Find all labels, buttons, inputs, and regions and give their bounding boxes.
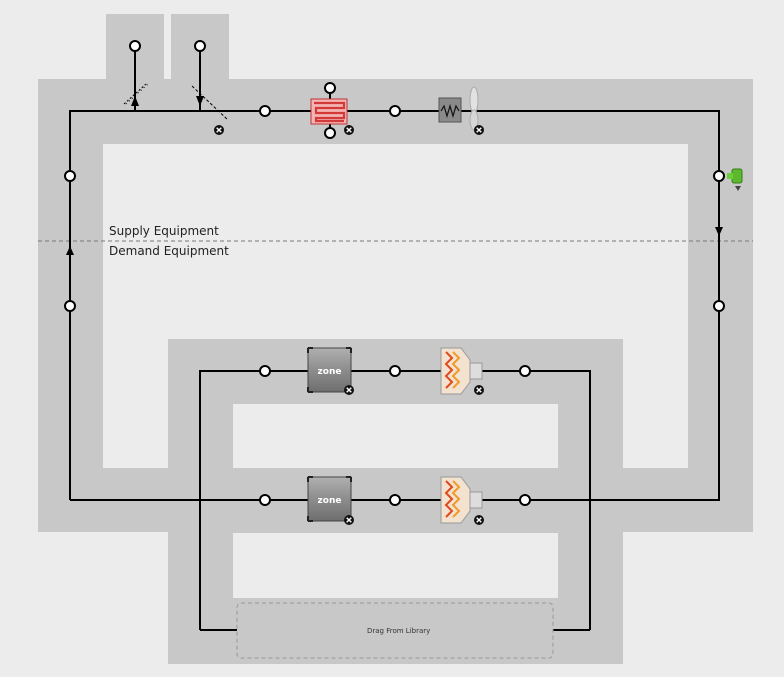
air-terminal-reheat-icon[interactable] [440, 347, 485, 396]
remove-icon[interactable] [343, 514, 355, 526]
demand-nodes [259, 365, 531, 506]
setpoint-manager-icon[interactable] [727, 168, 743, 191]
remove-icon[interactable] [473, 514, 485, 526]
drag-from-library-label: Drag From Library [367, 627, 431, 635]
supply-fan-icon[interactable] [438, 86, 485, 136]
air-terminal-reheat-icon[interactable] [440, 476, 485, 526]
supply-band [38, 14, 753, 532]
remove-icon[interactable] [343, 124, 355, 136]
zone-upper[interactable]: zone [307, 347, 355, 396]
relief-air-damper-icon[interactable] [191, 40, 229, 136]
remove-icon[interactable] [343, 384, 355, 396]
supply-nodes [64, 105, 725, 312]
remove-icon[interactable] [213, 124, 225, 136]
flow-arrows [66, 96, 723, 255]
remove-icon[interactable] [473, 384, 485, 396]
zone-label: zone [318, 496, 342, 506]
drop-zone[interactable] [236, 602, 554, 659]
remove-icon[interactable] [473, 124, 485, 136]
heating-coil-icon[interactable] [310, 82, 355, 139]
demand-equipment-label: Demand Equipment [109, 244, 229, 258]
zone-lower[interactable]: zone [307, 476, 355, 526]
zone-label: zone [318, 367, 342, 377]
supply-equipment-label: Supply Equipment [109, 224, 219, 238]
outdoor-air-damper-icon[interactable] [123, 40, 149, 105]
